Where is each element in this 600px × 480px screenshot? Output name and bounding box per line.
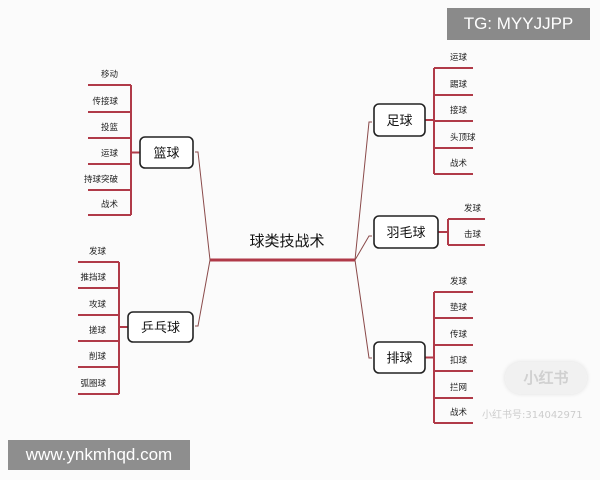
volleyball-leaf-item: 垫球 bbox=[450, 302, 468, 313]
badminton-node: 羽毛球 bbox=[373, 215, 439, 249]
football-leaf-item: 接球 bbox=[450, 105, 468, 116]
volleyball-connector bbox=[354, 259, 372, 359]
volleyball-label: 排球 bbox=[386, 352, 412, 367]
basketball-leaf-item: 投篮 bbox=[101, 122, 119, 133]
pingpong-leaf-item: 搓球 bbox=[89, 325, 107, 336]
football-connector bbox=[354, 121, 372, 261]
basketball-leaf-item: 战术 bbox=[101, 199, 119, 210]
volleyball-leaf-item: 发球 bbox=[450, 276, 468, 287]
pingpong-node: 乒乓球 bbox=[127, 311, 194, 343]
football-leaf-item: 踢球 bbox=[450, 79, 468, 90]
badminton-connector bbox=[354, 235, 372, 261]
tg-watermark: TG: MYYJJPP bbox=[447, 8, 590, 40]
basketball-connector bbox=[195, 151, 211, 261]
volleyball-leaf-item: 传球 bbox=[450, 329, 468, 340]
pingpong-connector bbox=[195, 259, 211, 327]
badminton-leaf-item: 击球 bbox=[464, 229, 482, 240]
basketball-leaf-item: 传接球 bbox=[92, 96, 118, 107]
volleyball-leaf-item: 扣球 bbox=[450, 355, 468, 366]
volleyball-leaf-item: 战术 bbox=[450, 407, 468, 418]
football-leaf-item: 运球 bbox=[450, 52, 468, 63]
pingpong-leaf-item: 发球 bbox=[89, 246, 107, 257]
football-leaf-item: 战术 bbox=[450, 158, 468, 169]
xiaohongshu-id: 小红书号:314042971 bbox=[482, 410, 583, 421]
pingpong-label: 乒乓球 bbox=[141, 321, 180, 336]
xiaohongshu-logo: 小红书 bbox=[505, 362, 587, 394]
basketball-leaf-item: 持球突破 bbox=[84, 174, 119, 185]
basketball-label: 篮球 bbox=[153, 147, 179, 162]
pingpong-leaf-item: 削球 bbox=[89, 351, 107, 362]
football-node: 足球 bbox=[373, 103, 426, 137]
football-label: 足球 bbox=[386, 114, 412, 129]
pingpong-leaf-item: 弧圈球 bbox=[80, 378, 106, 389]
basketball-leaf-item: 移动 bbox=[101, 69, 119, 80]
basketball-node: 篮球 bbox=[139, 136, 194, 169]
volleyball-node: 排球 bbox=[373, 341, 426, 374]
site-watermark: www.ynkmhqd.com bbox=[8, 440, 190, 470]
volleyball-leaf-item: 拦网 bbox=[450, 382, 467, 393]
root-topic: 球类技战术 bbox=[249, 232, 324, 250]
football-leaf-item: 头顶球 bbox=[450, 132, 476, 143]
pingpong-leaf-item: 推挡球 bbox=[80, 272, 106, 283]
badminton-label: 羽毛球 bbox=[386, 226, 425, 241]
pingpong-leaf-item: 攻球 bbox=[89, 299, 107, 310]
badminton-leaf-item: 发球 bbox=[464, 203, 482, 214]
basketball-leaf-item: 运球 bbox=[101, 148, 119, 159]
